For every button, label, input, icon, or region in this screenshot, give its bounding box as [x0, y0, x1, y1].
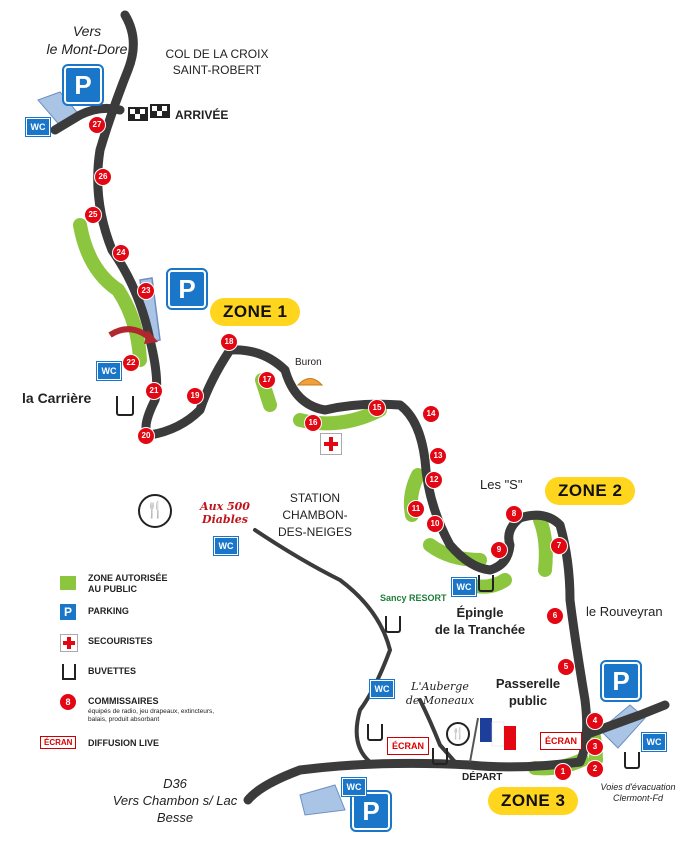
buron-icon: [296, 378, 324, 386]
roads: [50, 10, 670, 805]
legend-secouristes-text: SECOURISTES: [88, 636, 153, 646]
station-label: STATION CHAMBON- DES-NEIGES: [277, 491, 352, 539]
la-carriere-label: la Carrière: [22, 390, 92, 406]
legend-parking: P PARKING: [60, 602, 260, 632]
commissaire-marker-27: 27: [88, 116, 106, 134]
parking-area-bottom: [299, 784, 346, 816]
wc-icon: WC: [341, 777, 367, 797]
main-route: [93, 10, 592, 805]
commissaire-marker-icon: 8: [60, 694, 76, 710]
commissaire-marker-26: 26: [94, 168, 112, 186]
aux500-label: Aux 500 Diables: [200, 500, 250, 526]
ecran-screen: ÉCRAN: [387, 737, 430, 755]
commissaire-marker-11: 11: [407, 500, 425, 518]
parking-icon: P: [62, 64, 104, 106]
legend-diffusion-text: DIFFUSION LIVE: [88, 738, 160, 748]
commissaire-marker-12: 12: [425, 471, 443, 489]
french-flag: [469, 717, 516, 763]
minor-roads: [253, 528, 457, 764]
legend-buvettes-text: BUVETTES: [88, 666, 137, 676]
legend-diffusion: ÉCRAN DIFFUSION LIVE: [40, 734, 260, 764]
legend-zone: ZONE AUTORISÉE AU PUBLIC: [60, 572, 260, 602]
buvette-icon: [367, 724, 383, 741]
depart-label: DÉPART: [462, 772, 503, 783]
commissaire-marker-22: 22: [122, 354, 140, 372]
restaurant-icon: 🍴: [138, 494, 172, 528]
legend-buvettes: BUVETTES: [60, 662, 260, 692]
vers-mont-dore-label: Vers le Mont-Dore: [46, 23, 128, 57]
buron-label: Buron: [295, 357, 322, 368]
les-s-label: Les "S": [480, 477, 523, 492]
wc-icon: WC: [213, 536, 239, 556]
wc-icon: WC: [451, 577, 477, 597]
restaurant-icon: 🍴: [446, 722, 470, 746]
le-rouveyran-label: le Rouveyran: [586, 604, 663, 619]
commissaire-marker-18: 18: [220, 333, 238, 351]
commissaire-marker-25: 25: [84, 206, 102, 224]
wc-icon: WC: [96, 361, 122, 381]
parking-icon: P: [600, 660, 642, 702]
commissaire-marker-19: 19: [186, 387, 204, 405]
commissaire-marker-1: 1: [554, 763, 572, 781]
commissaire-marker-6: 6: [546, 607, 564, 625]
commissaire-marker-13: 13: [429, 447, 447, 465]
legend-zone-text: ZONE AUTORISÉE AU PUBLIC: [88, 573, 168, 594]
ecran-screen: ÉCRAN: [540, 732, 583, 750]
commissaire-marker-9: 9: [490, 541, 508, 559]
commissaire-marker-8: 8: [505, 505, 523, 523]
voies-label: Voies d'évacuation Clermont-Fd: [600, 782, 676, 803]
auberge-label: L'Auberge de Moneaux: [405, 680, 475, 707]
col-label: COL DE LA CROIX SAINT-ROBERT: [165, 47, 269, 77]
commissaire-marker-23: 23: [137, 282, 155, 300]
commissaire-marker-15: 15: [368, 399, 386, 417]
parking-icon: P: [60, 604, 76, 620]
legend-parking-text: PARKING: [88, 606, 129, 616]
buvette-icon: [62, 664, 76, 680]
d36-label: D36 Vers Chambon s/ Lac Besse: [112, 776, 238, 825]
commissaire-marker-7: 7: [550, 537, 568, 555]
parking-icon: P: [350, 790, 392, 832]
checkered-flags: [128, 104, 170, 121]
zone-2-badge: ZONE 2: [545, 477, 636, 505]
zone-1-badge: ZONE 1: [210, 298, 301, 326]
zone-3-badge: ZONE 3: [488, 787, 579, 815]
commissaire-marker-21: 21: [145, 382, 163, 400]
legend-commissaires: 8 COMMISSAIRES équipés de radio, jeu dra…: [60, 692, 260, 734]
legend-commissaires-sub: équipés de radio, jeu drapeaux, extincte…: [88, 708, 215, 723]
legend: ZONE AUTORISÉE AU PUBLIC P PARKING SECOU…: [40, 572, 260, 764]
right-spur: [580, 700, 670, 740]
sancy-label: Sancy RESORT: [380, 593, 447, 603]
wc-icon: WC: [369, 679, 395, 699]
parking-icon: P: [166, 268, 208, 310]
commissaire-marker-2: 2: [586, 760, 604, 778]
buvette-icon: [385, 616, 401, 633]
first-aid-icon: [60, 634, 78, 652]
commissaire-marker-4: 4: [586, 712, 604, 730]
buvette-icon: [432, 748, 448, 765]
legend-commissaires-text: COMMISSAIRES: [88, 696, 159, 706]
legend-secouristes: SECOURISTES: [60, 632, 260, 662]
first-aid-icon: [320, 433, 342, 455]
passerelle-label: Passerelle public: [495, 676, 561, 708]
ecran-icon: ÉCRAN: [40, 736, 77, 749]
commissaire-marker-5: 5: [557, 658, 575, 676]
commissaire-marker-14: 14: [422, 405, 440, 423]
commissaire-marker-24: 24: [112, 244, 130, 262]
epingle-label: Épingle de la Tranchée: [434, 605, 526, 637]
buvette-icon: [116, 396, 134, 416]
wc-icon: WC: [641, 732, 667, 752]
zone-swatch-icon: [60, 576, 76, 590]
buvette-icon: [478, 575, 494, 592]
wc-icon: WC: [25, 117, 51, 137]
commissaire-marker-20: 20: [137, 427, 155, 445]
arrivee-label: ARRIVÉE: [175, 108, 229, 122]
commissaire-marker-17: 17: [258, 371, 276, 389]
buvette-icon: [624, 752, 640, 769]
top-spur: [50, 103, 125, 135]
commissaire-marker-16: 16: [304, 414, 322, 432]
commissaire-marker-3: 3: [586, 738, 604, 756]
commissaire-marker-10: 10: [426, 515, 444, 533]
